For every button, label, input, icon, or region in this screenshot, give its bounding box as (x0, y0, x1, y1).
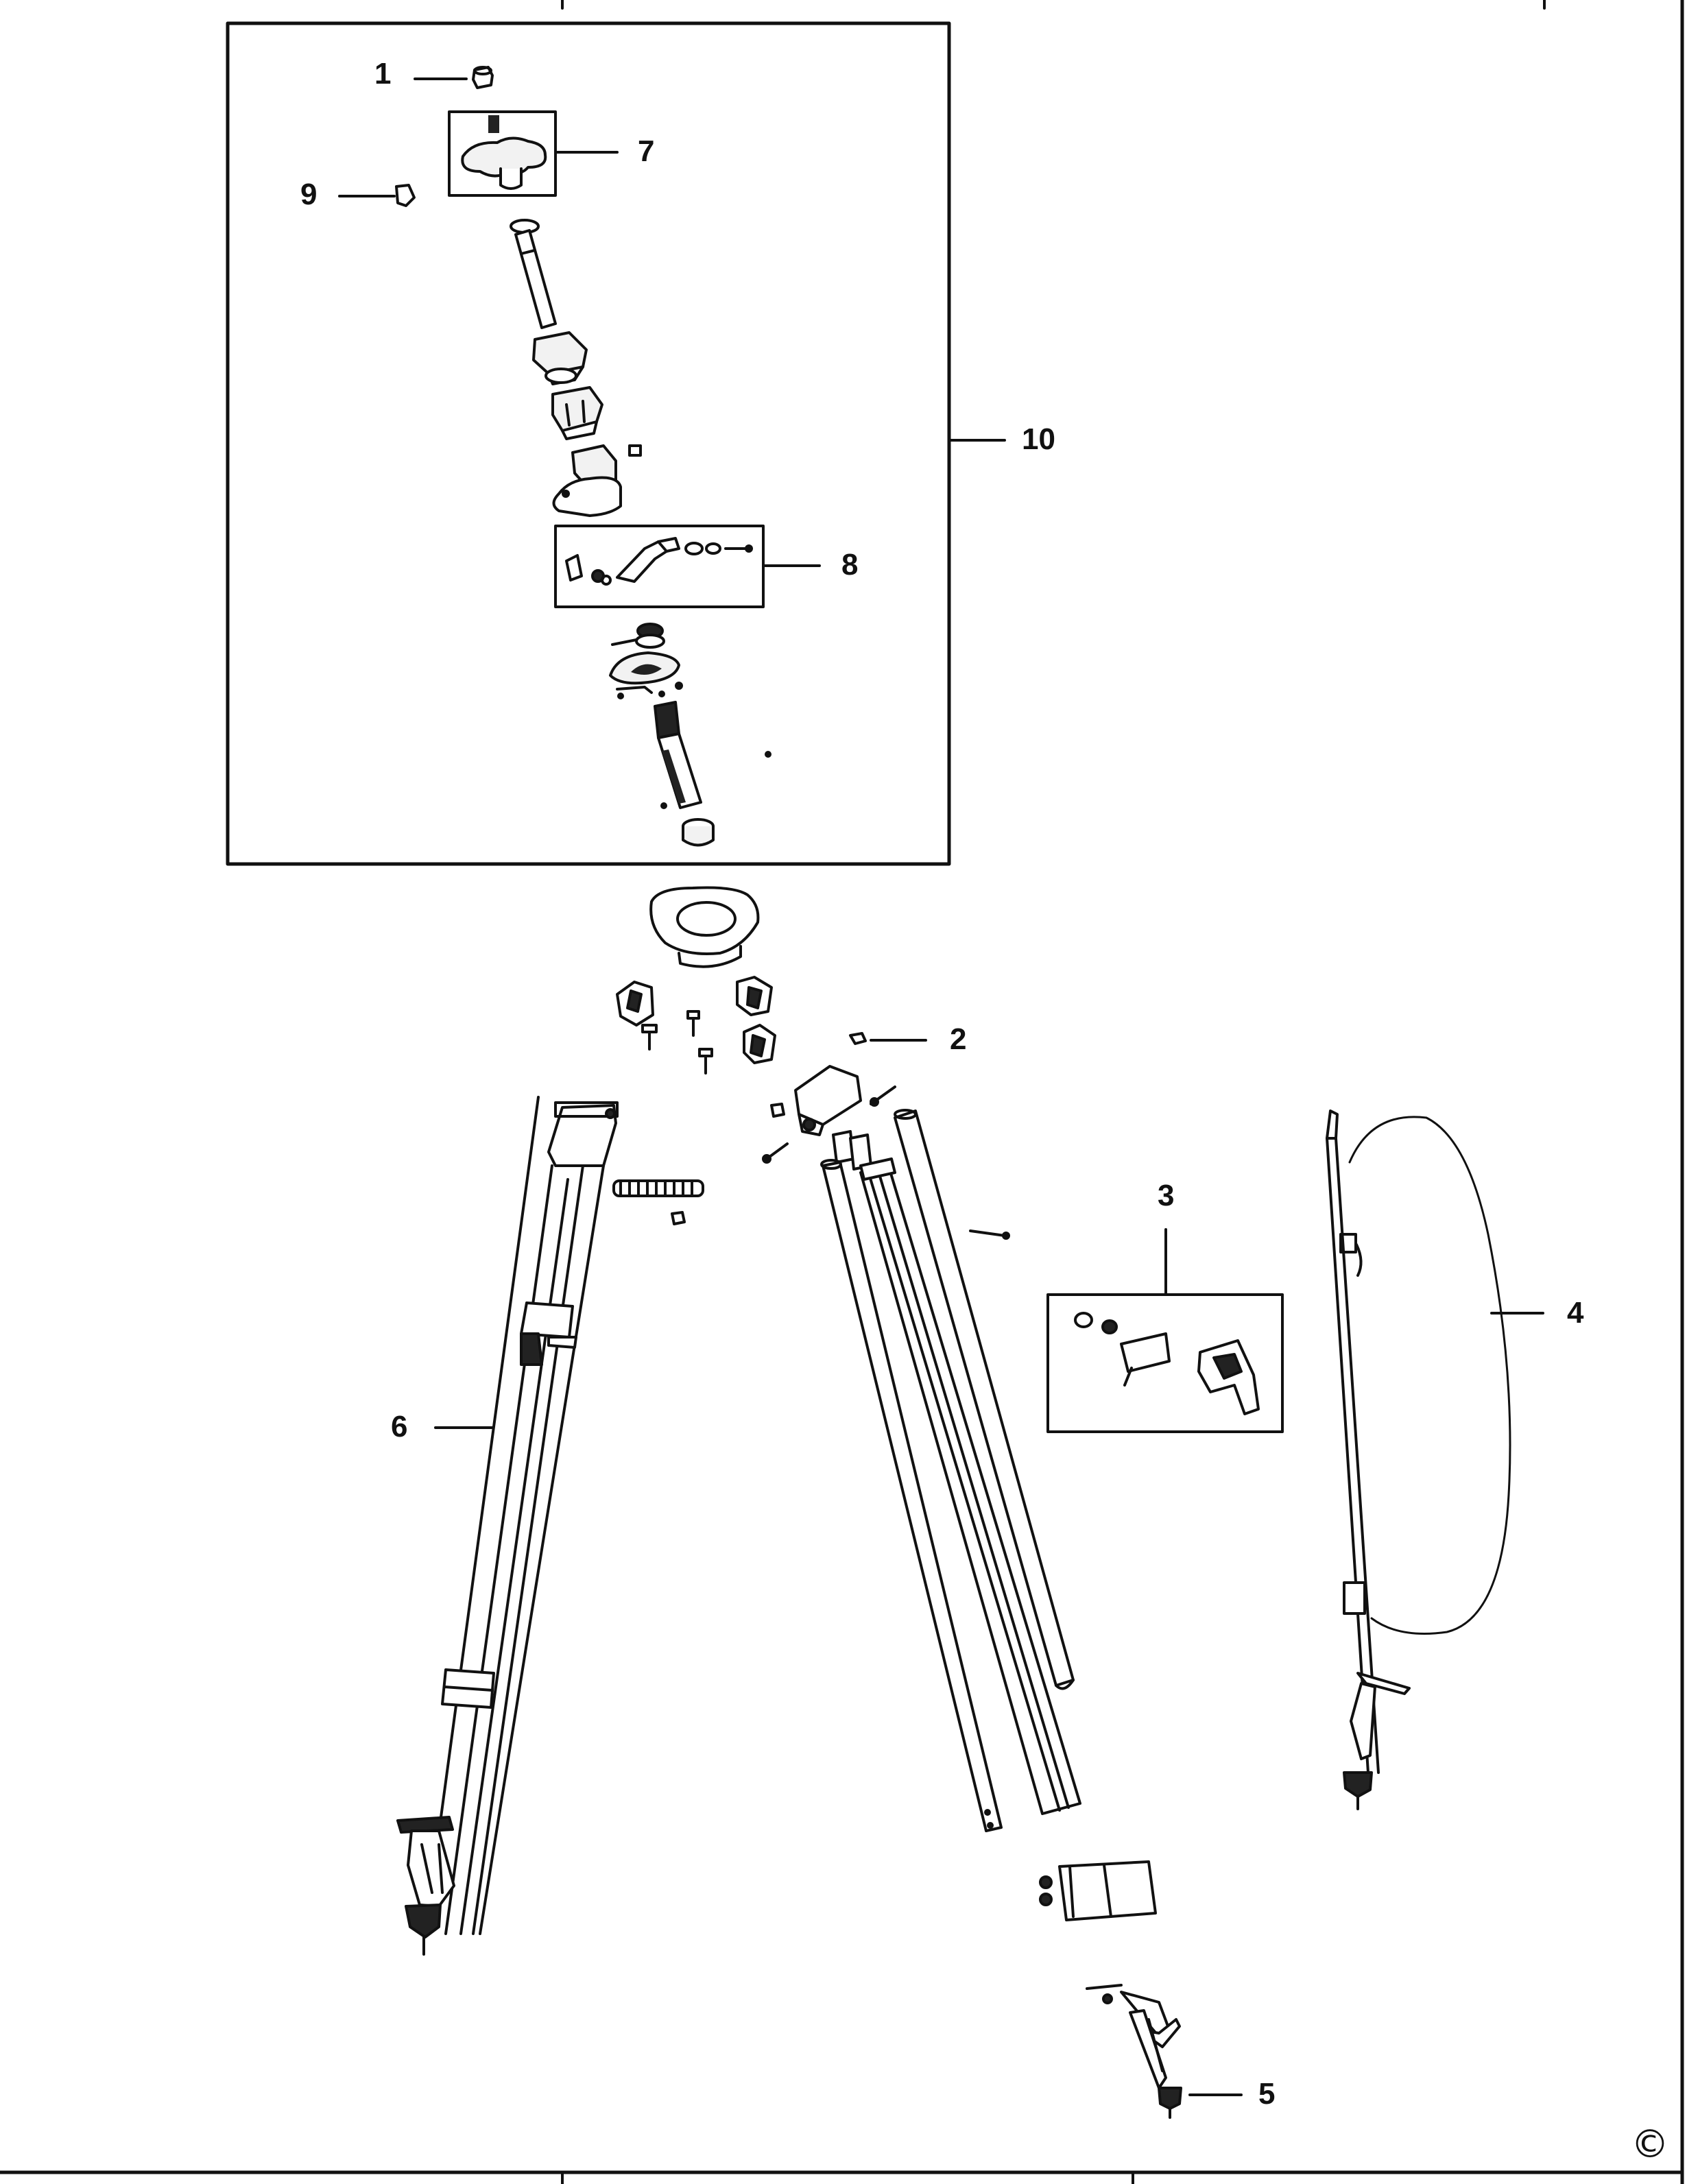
callout-6: 6 (391, 1410, 408, 1443)
callout-9: 9 (300, 178, 318, 211)
callout-5: 5 (1258, 2077, 1276, 2111)
spring (612, 1179, 704, 1225)
callout-3: 3 (1158, 1179, 1175, 1212)
cap-part (414, 66, 494, 89)
upper-column (510, 219, 642, 517)
callout-10: 10 (1022, 422, 1055, 456)
callout-7: 7 (638, 134, 655, 168)
latch-parts (1074, 1312, 1260, 1415)
nut-part (849, 1032, 927, 1045)
callout-2: 2 (950, 1022, 967, 1056)
linkage-box (554, 525, 765, 608)
strap-leg (1326, 1109, 1544, 1810)
callout-8: 8 (841, 548, 859, 581)
copyright-symbol: © (1631, 2122, 1669, 2167)
tripod-top-yoke (649, 886, 760, 968)
leg-hinge (762, 1065, 896, 1171)
callout-1: 1 (374, 57, 392, 91)
foot-tip (1158, 2087, 1243, 2119)
star-knob-plate (461, 115, 547, 190)
callout-4: 4 (1567, 1296, 1584, 1330)
hinge-brackets (616, 976, 776, 1075)
linkage-parts (565, 537, 753, 586)
lower-column (609, 623, 771, 847)
leg-tubes (820, 1109, 1181, 2089)
head-assembly-box (226, 21, 951, 866)
assembled-leg (396, 1096, 619, 1956)
screw-knob (338, 184, 416, 207)
